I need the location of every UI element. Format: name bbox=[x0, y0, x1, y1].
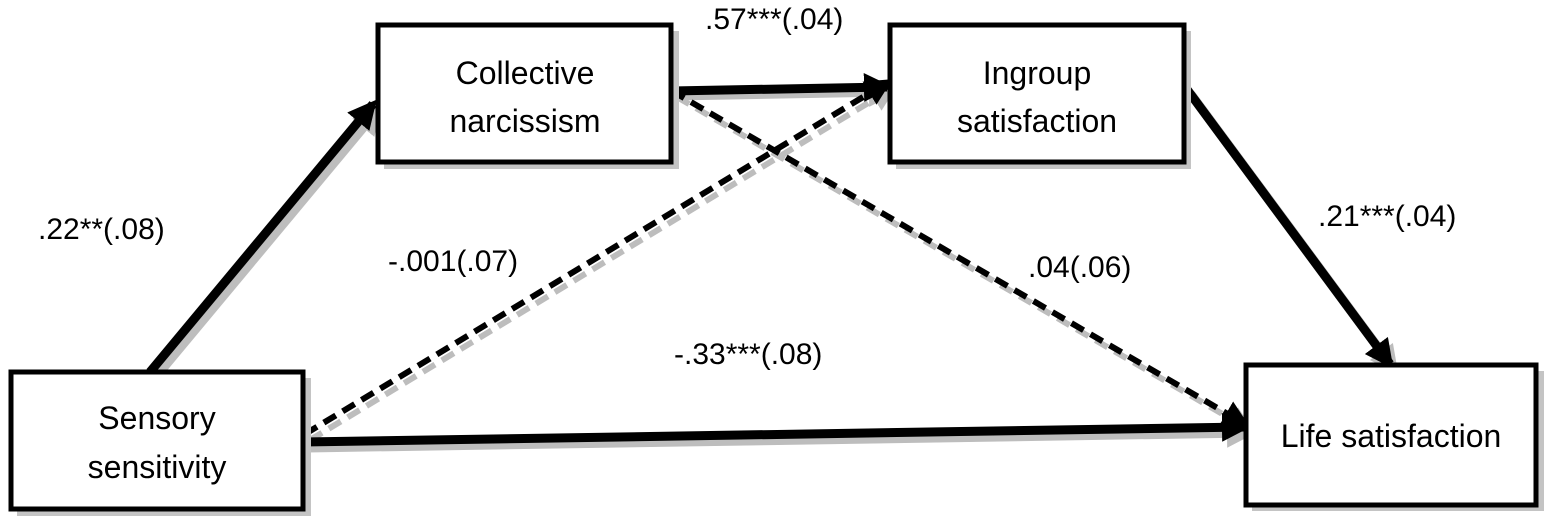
node-life-satisfaction: Life satisfaction bbox=[1243, 362, 1544, 511]
node-sensory-line1: Sensory bbox=[98, 400, 215, 436]
label-sensory-to-life: -.33***(.08) bbox=[674, 338, 822, 371]
edge-sensory-to-life bbox=[302, 412, 1251, 447]
node-sensory-sensitivity: Sensory sensitivity bbox=[8, 369, 311, 516]
node-collective-line2: narcissism bbox=[449, 103, 600, 139]
edge-sensory-to-ingroup bbox=[303, 79, 893, 437]
edges bbox=[146, 73, 1394, 447]
label-ingroup-to-life: .21***(.04) bbox=[1318, 200, 1456, 233]
node-ingroup-line2: satisfaction bbox=[957, 103, 1117, 139]
node-life-line1: Life satisfaction bbox=[1281, 418, 1502, 454]
node-ingroup-satisfaction: Ingroup satisfaction bbox=[887, 22, 1191, 169]
edge-collective-to-life bbox=[670, 88, 1250, 427]
edge-ingroup-to-life bbox=[1182, 85, 1394, 369]
node-ingroup-line1: Ingroup bbox=[983, 55, 1092, 91]
label-sensory-to-collective: .22**(.08) bbox=[38, 213, 165, 246]
label-sensory-to-ingroup: -.001(.07) bbox=[388, 245, 518, 278]
node-collective-line1: Collective bbox=[456, 55, 595, 91]
edge-labels: .22**(.08) .57***(.04) .21***(.04) -.33*… bbox=[38, 3, 1456, 371]
label-collective-to-life: .04(.06) bbox=[1028, 251, 1131, 284]
label-collective-to-ingroup: .57***(.04) bbox=[705, 3, 843, 36]
node-collective-narcissism: Collective narcissism bbox=[375, 22, 679, 169]
edge-sensory-to-collective bbox=[146, 99, 377, 375]
node-sensory-line2: sensitivity bbox=[88, 449, 227, 485]
edge-collective-to-ingroup bbox=[670, 73, 893, 102]
